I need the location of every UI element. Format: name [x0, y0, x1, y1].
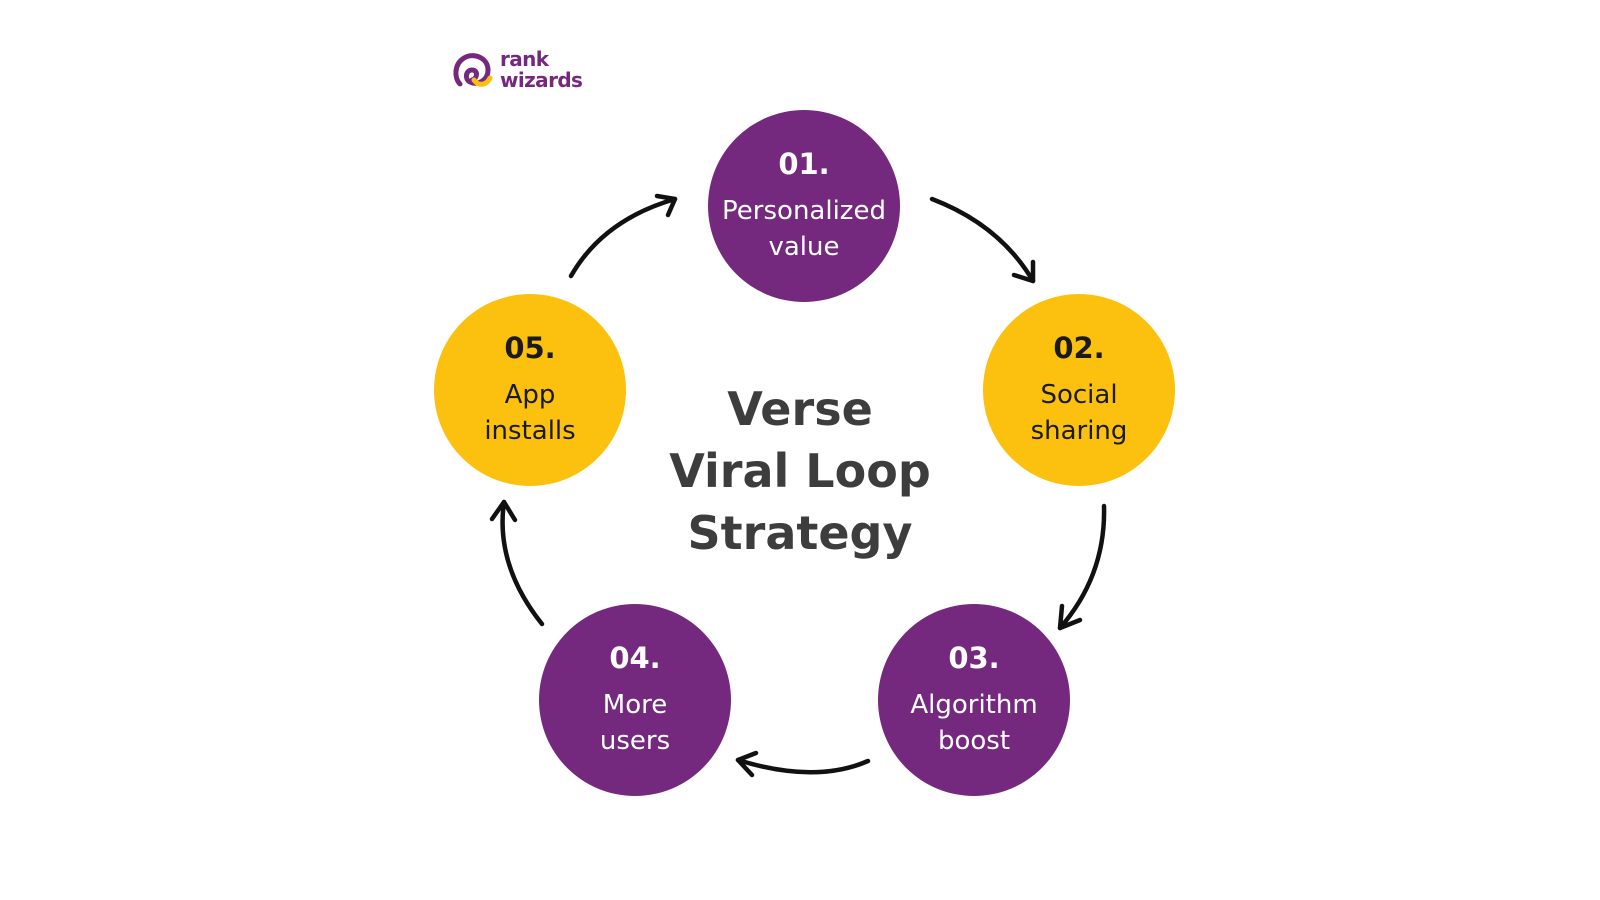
rank-wizards-logo-icon [453, 53, 493, 87]
arrow-05-to-01 [568, 193, 678, 279]
title-line3: Strategy [687, 506, 913, 560]
step-node-02: 02. Social sharing [983, 294, 1175, 486]
title-line2: Viral Loop [669, 444, 931, 498]
arrow-04-to-05 [489, 499, 545, 627]
brand-name-line1: rank [500, 47, 549, 71]
step-label-line1: Algorithm [910, 690, 1038, 720]
step-number: 02. [1053, 331, 1105, 365]
step-label-line2: sharing [1030, 416, 1128, 446]
brand-name-line2: wizards [500, 68, 583, 92]
step-label: App installs [440, 377, 620, 449]
step-label-line2: installs [484, 416, 576, 446]
step-label-line2: boost [937, 726, 1011, 756]
arrow-03-to-04 [735, 750, 871, 778]
step-number: 01. [778, 147, 830, 181]
step-node-03: 03. Algorithm boost [878, 604, 1070, 796]
step-label: More users [545, 687, 725, 759]
step-number: 04. [609, 641, 661, 675]
step-node-05: 05. App installs [434, 294, 626, 486]
brand-name: rank wizards [500, 49, 620, 91]
title-line1: Verse [727, 382, 873, 436]
step-label-line2: value [768, 232, 840, 262]
diagram-title: Verse Viral Loop Strategy [600, 378, 1000, 564]
step-number: 05. [504, 331, 556, 365]
step-label-line1: Social [1040, 380, 1118, 410]
step-node-01: 01. Personalized value [708, 110, 900, 302]
step-label: Algorithm boost [884, 687, 1064, 759]
step-label-line1: Personalized [722, 196, 886, 226]
arrow-02-to-03 [1057, 503, 1107, 631]
step-number: 03. [948, 641, 1000, 675]
step-label-line1: More [602, 690, 668, 720]
step-node-04: 04. More users [539, 604, 731, 796]
step-label: Social sharing [989, 377, 1169, 449]
step-label-line1: App [504, 380, 556, 410]
arrow-01-to-02 [929, 196, 1036, 284]
step-label-line2: users [599, 726, 671, 756]
step-label: Personalized value [714, 193, 894, 265]
